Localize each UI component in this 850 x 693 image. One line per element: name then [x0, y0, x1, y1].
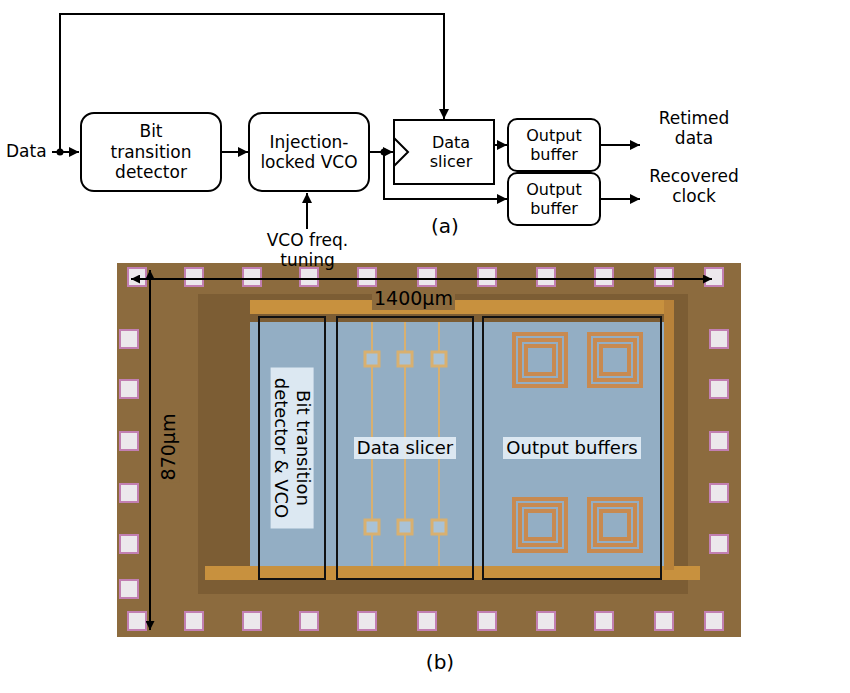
bond-pads	[478, 268, 496, 286]
feed-line	[664, 300, 674, 570]
spiral-inductors	[589, 499, 641, 551]
bond-pads	[655, 268, 673, 286]
bond-pads	[705, 268, 723, 286]
height-dimension	[149, 270, 151, 630]
buffer-box: Output buffer	[507, 118, 601, 172]
spiral-inductors	[595, 340, 635, 380]
bond-pads	[710, 330, 728, 348]
process-box: Bit transition detector	[80, 112, 222, 192]
spiral-inductors	[526, 346, 554, 374]
box-label: Data slicer	[416, 133, 486, 171]
spiral-inductors	[520, 505, 560, 545]
spiral-inductors	[526, 511, 554, 539]
bond-pads	[185, 612, 203, 630]
clock-input-symbol	[394, 138, 408, 166]
output-wire	[600, 198, 640, 200]
box-label: Output buffer	[514, 126, 594, 164]
slicer-devices	[398, 520, 412, 534]
box-label: Output buffer	[514, 180, 594, 218]
panel-label: (b)	[418, 650, 462, 674]
bond-pads	[418, 612, 436, 630]
slicer-devices	[432, 520, 446, 534]
bond-pads	[120, 432, 138, 450]
process-box: Injection- locked VCO	[248, 112, 370, 192]
signal-arrow	[495, 144, 507, 146]
bond-pads	[537, 268, 555, 286]
chip-region: Data slicer	[336, 316, 474, 580]
ground-bar	[205, 566, 700, 580]
bond-pads	[128, 268, 146, 286]
junction-dot	[57, 149, 64, 156]
bond-pads	[185, 268, 203, 286]
bond-pads	[120, 484, 138, 502]
spiral-inductors	[514, 334, 566, 386]
buffer-box: Output buffer	[507, 172, 601, 226]
flipflop-box: Data slicer	[393, 119, 495, 185]
spiral-inductors	[520, 340, 560, 380]
circuit-region	[250, 322, 670, 580]
bond-pads	[418, 268, 436, 286]
signal-name: Data	[6, 141, 47, 161]
spiral-inductors	[595, 505, 635, 545]
bond-pads	[120, 580, 138, 598]
bond-pads	[655, 612, 673, 630]
chip-region: Bit transition detector & VCO	[258, 316, 326, 580]
output-name: Recovered clock	[644, 166, 744, 207]
bond-pads	[595, 612, 613, 630]
output-name: Retimed data	[644, 108, 744, 149]
box-label: Injection- locked VCO	[255, 132, 363, 173]
spiral-inductors	[514, 499, 566, 551]
dimension-label: 870µm	[157, 412, 180, 483]
spiral-inductors	[601, 346, 629, 374]
region-label: Data slicer	[354, 437, 456, 459]
box-label: Bit transition detector	[101, 121, 201, 182]
die-background	[117, 263, 741, 637]
bond-pads	[595, 268, 613, 286]
data-input-wire	[52, 151, 79, 153]
control-name: VCO freq. tuning	[260, 230, 355, 271]
spiral-inductors	[589, 334, 641, 386]
slicer-devices	[398, 352, 412, 366]
bond-pads	[120, 268, 728, 630]
dimension-label: 1400µm	[372, 287, 455, 310]
bond-pads	[120, 380, 138, 398]
tuning-wire	[306, 193, 308, 229]
bond-pads	[358, 612, 376, 630]
clock-input-symbol	[393, 119, 413, 185]
bond-pads	[300, 612, 318, 630]
slicer-devices	[432, 352, 446, 366]
bond-pads	[705, 612, 723, 630]
bond-pads	[537, 612, 555, 630]
region-label: Output buffers	[503, 437, 640, 459]
supply-bar	[250, 300, 670, 314]
bond-pads	[120, 330, 138, 348]
region-label: Bit transition detector & VCO	[270, 368, 313, 529]
panel-label: (a)	[425, 214, 465, 238]
bond-pads	[710, 484, 728, 502]
bond-pads	[300, 268, 318, 286]
bond-pads	[710, 432, 728, 450]
bond-pads	[243, 268, 261, 286]
signal-arrow	[222, 151, 248, 153]
width-dimension	[131, 278, 712, 280]
output-wire	[600, 144, 640, 146]
bond-pads	[120, 535, 138, 553]
bond-pads	[243, 612, 261, 630]
bond-pads	[128, 612, 146, 630]
bond-pads	[710, 380, 728, 398]
die-core	[198, 294, 688, 594]
slicer-devices	[365, 520, 379, 534]
chip-region: Output buffers	[482, 316, 662, 580]
bond-pads	[478, 612, 496, 630]
slicer-devices	[365, 352, 379, 366]
spiral-inductors	[601, 511, 629, 539]
bond-pads	[358, 268, 376, 286]
bond-pads	[710, 535, 728, 553]
